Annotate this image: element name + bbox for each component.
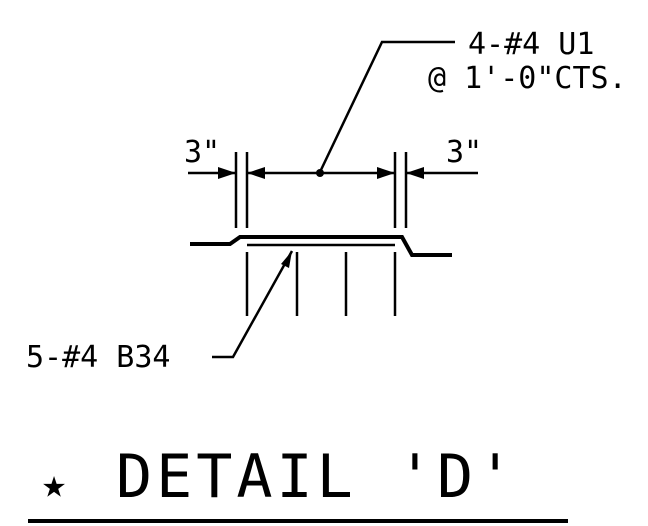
dimension-lines — [188, 167, 478, 179]
bottom-callout: 5-#4 B34 — [26, 340, 171, 375]
star-icon: ★ — [42, 461, 66, 507]
dimension-left-label: 3" — [184, 135, 220, 170]
slab-outline — [190, 235, 452, 257]
extension-lines — [234, 152, 408, 228]
top-callout-leader — [318, 40, 455, 173]
vertical-bars — [245, 252, 397, 316]
dimension-right-label: 3" — [446, 135, 482, 170]
top-callout-line1: 4-#4 U1 — [468, 27, 594, 62]
bottom-leader-arrow — [281, 251, 292, 268]
bottom-callout-leader — [212, 250, 294, 359]
top-callout-line2: @ 1'-0"CTS. — [428, 61, 627, 96]
detail-title: DETAIL 'D' — [116, 442, 517, 512]
